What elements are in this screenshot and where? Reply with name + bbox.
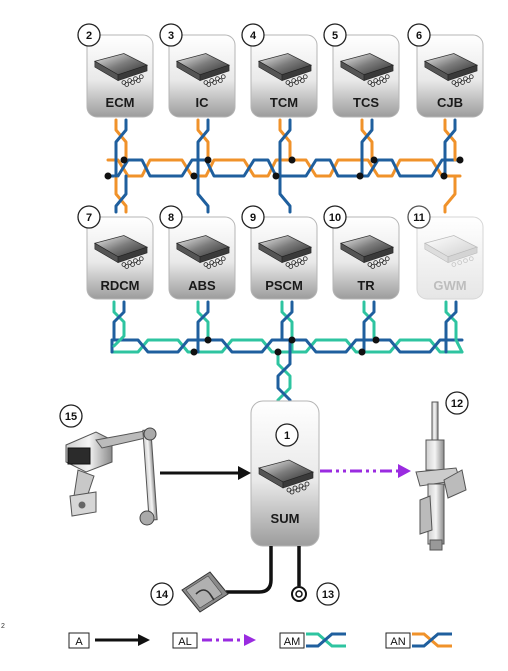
- module-tcm: TCM 4: [241, 23, 318, 118]
- power-wires: [226, 546, 301, 594]
- callout-number: 3: [168, 30, 174, 42]
- callout-12: 12: [445, 391, 469, 415]
- callout-15: 15: [59, 404, 83, 428]
- solid-arrow-icon: [138, 634, 150, 646]
- svg-text:12: 12: [451, 398, 463, 410]
- module-gwm: GWM 11: [407, 205, 484, 300]
- svg-text:15: 15: [65, 411, 77, 423]
- module-label: ABS: [188, 278, 216, 293]
- page-mark: 2: [1, 623, 5, 630]
- module-label: RDCM: [101, 278, 140, 293]
- module-sum: 1 SUM: [250, 400, 320, 547]
- callout-number: 1: [284, 430, 290, 442]
- module-label: PSCM: [265, 278, 303, 293]
- blue-orange-twisted-pair-icon: [412, 632, 452, 648]
- legend-item-am: AM: [279, 632, 346, 649]
- suspension-strut-illustration: [415, 401, 467, 551]
- callout-number: 10: [329, 212, 341, 224]
- callout-circle: [241, 23, 265, 47]
- callout-number: 7: [86, 212, 92, 224]
- arrowhead: [238, 466, 251, 480]
- legend-key: AM: [284, 636, 301, 648]
- height-sensor-illustration: [65, 427, 158, 526]
- callout-circle: [77, 23, 101, 47]
- module-label: CJB: [437, 95, 463, 110]
- callout-14: 14: [150, 582, 174, 606]
- module-label: TCS: [353, 95, 379, 110]
- callout-circle: [275, 423, 299, 447]
- sensor-link: [160, 466, 251, 480]
- module-label: TR: [357, 278, 375, 293]
- legend-item-a: A: [68, 632, 150, 649]
- legend-key: AN: [390, 636, 405, 648]
- ground-terminal-icon: [291, 586, 307, 602]
- dash-dot-arrow-icon: [244, 634, 256, 646]
- callout-circle: [323, 205, 347, 229]
- legend-item-an: AN: [385, 632, 452, 649]
- callout-number: 6: [416, 30, 422, 42]
- callout-circle: [241, 205, 265, 229]
- mid-bus-wiring: [110, 300, 464, 402]
- module-tcs: TCS 5: [323, 23, 400, 118]
- legend-item-al: AL: [172, 632, 256, 649]
- svg-text:13: 13: [322, 589, 334, 601]
- module-ic: IC 3: [159, 23, 236, 118]
- module-tr: TR 10: [323, 205, 400, 300]
- module-label: ECM: [106, 95, 135, 110]
- blue-teal-twisted-pair-icon: [306, 632, 346, 648]
- fuse-icon: [181, 571, 229, 613]
- callout-number: 4: [250, 30, 257, 42]
- module-pscm: PSCM 9: [241, 205, 318, 300]
- top-bus-wiring: [104, 118, 464, 214]
- callout-circle: [407, 205, 431, 229]
- module-label: IC: [196, 95, 210, 110]
- module-label: SUM: [271, 511, 300, 526]
- callout-circle: [77, 205, 101, 229]
- callout-circle: [159, 23, 183, 47]
- svg-text:14: 14: [156, 589, 169, 601]
- callout-circle: [407, 23, 431, 47]
- legend: A AL AM AN: [68, 632, 452, 649]
- module-abs: ABS 8: [159, 205, 236, 300]
- callout-number: 8: [168, 212, 174, 224]
- callout-number: 9: [250, 212, 256, 224]
- callout-number: 5: [332, 30, 338, 42]
- callout-circle: [159, 205, 183, 229]
- arrowhead: [398, 464, 411, 478]
- module-ecm: ECM 2: [77, 23, 154, 118]
- callout-circle: [323, 23, 347, 47]
- legend-key: A: [75, 636, 83, 648]
- module-label: TCM: [270, 95, 298, 110]
- callout-number: 2: [86, 30, 92, 42]
- module-label: GWM: [433, 278, 466, 293]
- strut-link: [320, 464, 411, 478]
- callout-number: 11: [413, 212, 425, 224]
- callout-13: 13: [316, 582, 340, 606]
- legend-key: AL: [178, 636, 191, 648]
- module-rdcm: RDCM 7: [77, 205, 154, 300]
- module-cjb: CJB 6: [407, 23, 484, 118]
